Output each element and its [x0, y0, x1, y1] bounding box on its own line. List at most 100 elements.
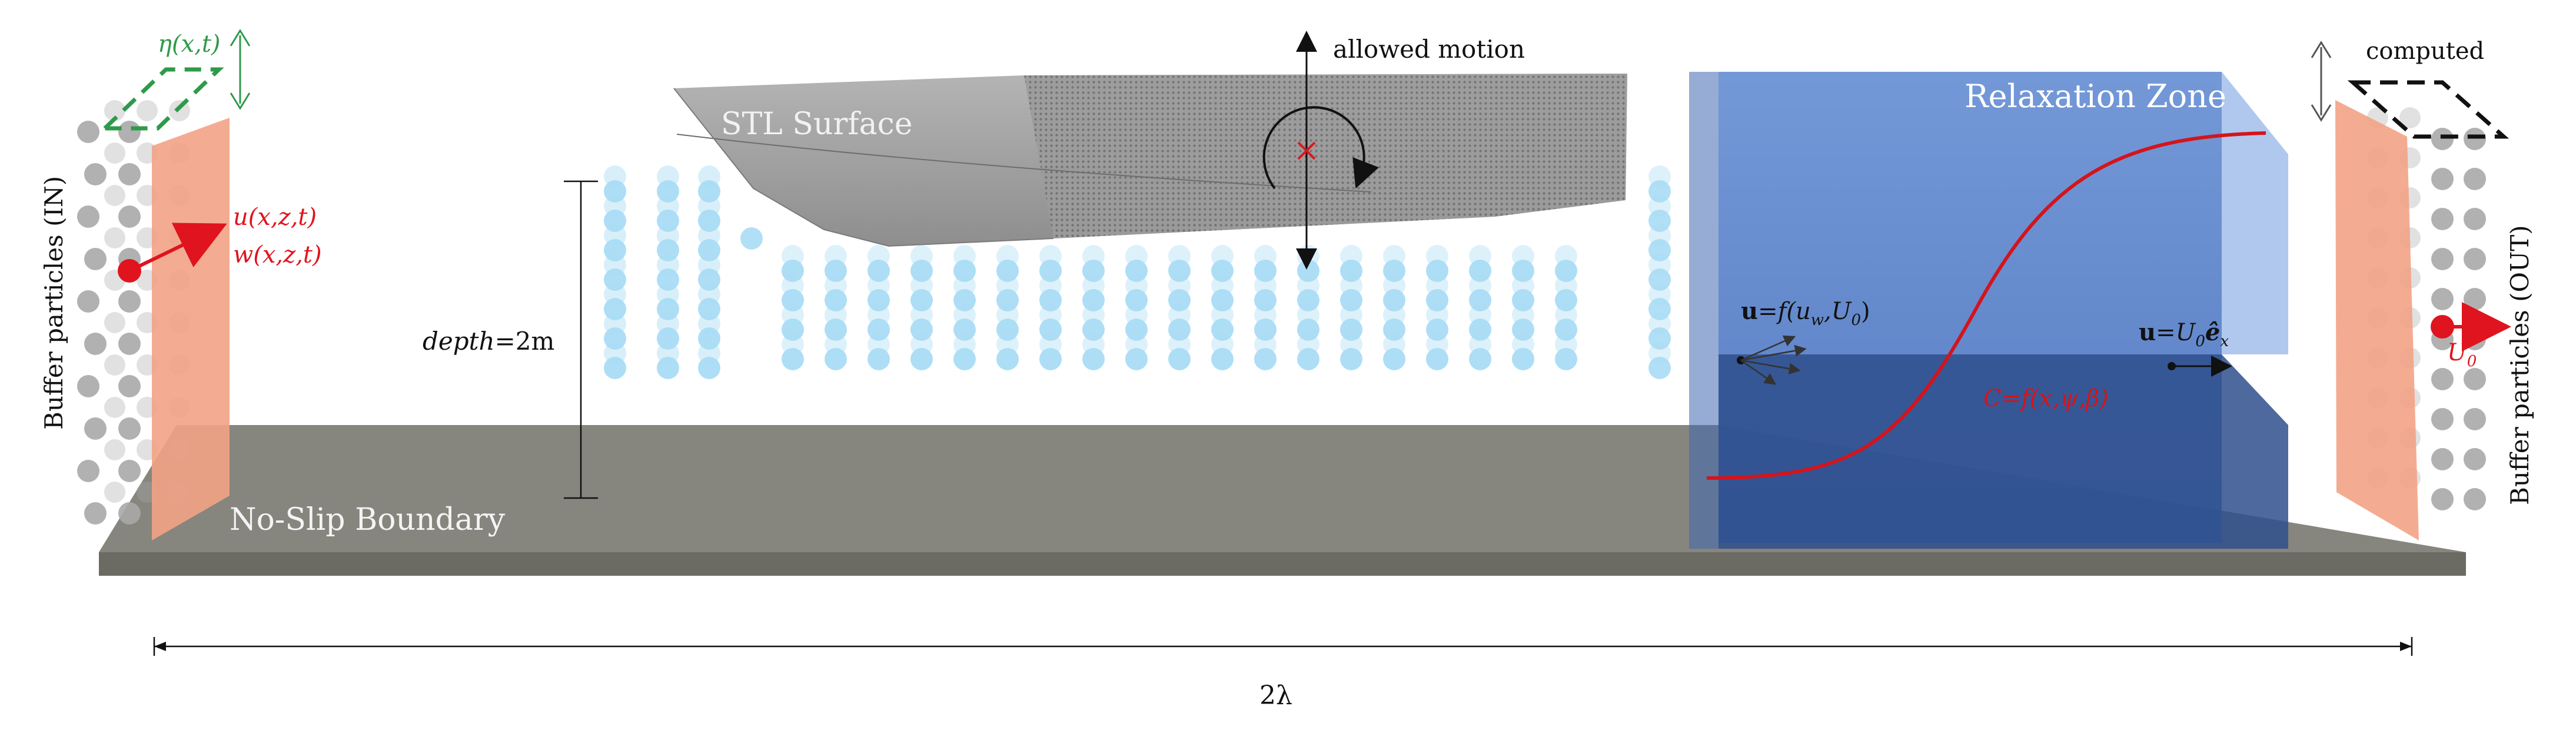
buffer-particle: [2464, 168, 2486, 190]
depth-dimension: depth=2m: [423, 180, 598, 499]
inflow-velocity: u(x,z,t) w(x,z,t): [118, 204, 322, 283]
water-particle: [953, 318, 976, 341]
water-particle: [1648, 180, 1671, 203]
water-particle: [657, 327, 679, 350]
water-particle: [698, 357, 720, 379]
double-vertical-arrow-icon: [2311, 41, 2332, 122]
rotation-cross-icon: [1262, 106, 1380, 190]
water-particle: [1125, 318, 1148, 341]
water-particle: [1340, 318, 1362, 341]
water-particle: [1469, 348, 1491, 370]
allowed-motion-label: allowed motion: [1333, 35, 1525, 64]
buffer-particle: [2464, 408, 2486, 430]
water-particle: [867, 260, 890, 282]
water-particle: [996, 348, 1019, 370]
water-particle: [1383, 348, 1405, 370]
depth-label: depth=2m: [423, 327, 554, 356]
water-particle: [782, 289, 804, 311]
water-particle: [996, 318, 1019, 341]
buffer-particle: [104, 227, 125, 248]
water-particle: [910, 260, 933, 282]
water-particle: [1254, 318, 1277, 341]
water-particle: [1168, 348, 1191, 370]
water-particle: [1039, 260, 1062, 282]
water-particle: [1340, 260, 1362, 282]
water-particle: [604, 298, 626, 320]
buffer-particle: [118, 375, 141, 397]
water-particle: [1383, 260, 1405, 282]
eta-label: η(x,t): [158, 31, 221, 58]
buffer-particle: [77, 121, 99, 143]
buffer-particle: [104, 185, 125, 206]
buffer-particle: [2399, 107, 2421, 128]
water-particle: [1039, 348, 1062, 370]
water-particle: [867, 348, 890, 370]
buffer-particle: [77, 205, 99, 228]
water-particle: [1648, 298, 1671, 320]
water-particle: [1211, 260, 1234, 282]
water-particle: [604, 357, 626, 379]
water-particle: [1469, 289, 1491, 311]
water-particle: [910, 348, 933, 370]
water-particle: [782, 260, 804, 282]
buffer-particle: [118, 121, 141, 143]
buffer-particle: [2431, 248, 2454, 270]
water-particle: [1039, 289, 1062, 311]
buffer-particle: [2431, 488, 2454, 510]
wavelength-label: 2λ: [1259, 681, 1292, 711]
water-particle: [1469, 260, 1491, 282]
buffer-particle: [118, 163, 141, 185]
outflow-plane: [2335, 100, 2419, 540]
water-particle: [1512, 348, 1534, 370]
water-particle: [698, 268, 720, 291]
u0-out-label: U0: [2447, 339, 2477, 370]
buffer-particle: [104, 439, 125, 460]
no-slip-label: No-Slip Boundary: [230, 502, 506, 537]
water-particle: [1297, 348, 1319, 370]
water-particle: [1469, 318, 1491, 341]
water-particle: [698, 180, 720, 203]
stl-hull: STL Surface: [673, 74, 1627, 247]
water-particle: [1648, 357, 1671, 379]
water-particle: [657, 180, 679, 203]
hull-mesh: [1024, 74, 1627, 238]
eta-plane: [99, 67, 224, 131]
buffer-particle: [2431, 128, 2454, 150]
water-particle: [1648, 210, 1671, 232]
water-particle: [825, 348, 847, 370]
buffer-particle: [2464, 488, 2486, 510]
water-particle: [1297, 289, 1319, 311]
water-particle: [1512, 289, 1534, 311]
water-particle: [1125, 260, 1148, 282]
water-particle: [1211, 348, 1234, 370]
blending-curve: [1706, 131, 2266, 480]
water-particle: [1211, 318, 1234, 341]
buffer-particle: [2431, 208, 2454, 230]
buffer-particle: [118, 460, 141, 482]
inflow-surface-elevation: η(x,t): [99, 29, 251, 131]
water-particle: [1168, 318, 1191, 341]
buffer-particle: [2464, 288, 2486, 310]
water-particle: [1254, 348, 1277, 370]
water-particle: [657, 268, 679, 291]
water-particle: [1211, 289, 1234, 311]
water-particle: [1297, 318, 1319, 341]
water-particle: [1648, 239, 1671, 261]
water-particle: [1512, 260, 1534, 282]
water-particle: [782, 348, 804, 370]
buffer-particle: [84, 248, 107, 270]
water-particle: [604, 210, 626, 232]
buffer-particle: [77, 460, 99, 482]
u-velocity-label: u(x,z,t): [233, 204, 317, 231]
water-particle: [825, 289, 847, 311]
wavelength-dimension: 2λ: [153, 637, 2413, 711]
water-particle: [1648, 327, 1671, 350]
computed-plane: [2347, 80, 2509, 139]
water-particle: [1254, 289, 1277, 311]
water-particle: [1555, 318, 1577, 341]
buffer-particle: [104, 482, 125, 503]
relaxation-velocity-formula: u=f(uw,U0): [1741, 297, 1870, 329]
buffer-particle: [84, 163, 107, 185]
stl-surface-label: STL Surface: [721, 107, 912, 142]
water-particle: [657, 210, 679, 232]
